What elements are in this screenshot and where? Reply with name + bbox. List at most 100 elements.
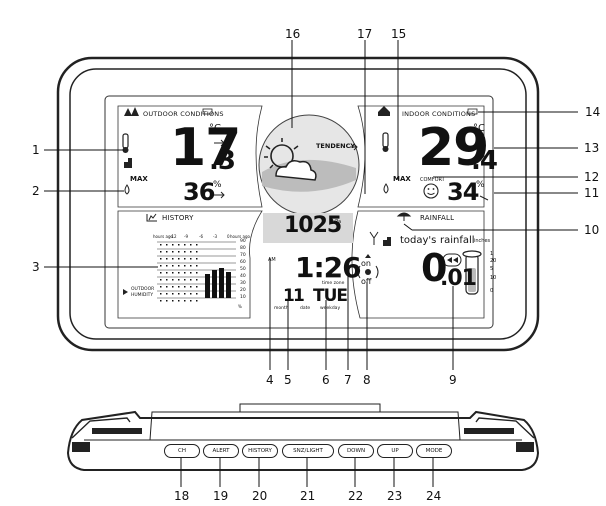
weekday-value: TUE bbox=[313, 286, 348, 306]
callout-number: 9 bbox=[449, 373, 457, 387]
history-dot bbox=[172, 258, 174, 260]
history-dot bbox=[190, 251, 192, 253]
device-button-alert[interactable]: ALERT bbox=[203, 444, 239, 458]
history-dot bbox=[166, 251, 168, 253]
history-dot bbox=[190, 258, 192, 260]
history-dot bbox=[196, 300, 198, 302]
rain-gauge-scale-label: 5 bbox=[490, 266, 494, 272]
indoor-humidity-value: 34 bbox=[447, 178, 479, 206]
device-button-history[interactable]: HISTORY bbox=[242, 444, 278, 458]
rainfall-umbrella-icon bbox=[396, 212, 412, 221]
callout-number: 6 bbox=[322, 373, 330, 387]
history-scale-label: 40 bbox=[240, 274, 246, 279]
history-dot bbox=[172, 293, 174, 295]
outdoor-title: OUTDOOR CONDITIONS bbox=[143, 110, 224, 118]
cloud-icon bbox=[275, 160, 317, 181]
history-dot bbox=[172, 286, 174, 288]
history-pointer-icon bbox=[123, 289, 128, 295]
indoor-temp-value: 29 bbox=[418, 118, 489, 178]
history-dot bbox=[166, 272, 168, 274]
callout-leaders bbox=[44, 40, 578, 370]
history-dot bbox=[184, 279, 186, 281]
rainfall-caption-unit: inches bbox=[474, 238, 491, 244]
history-dot bbox=[184, 244, 186, 246]
trend-arrow-outdoor-temp bbox=[214, 139, 225, 147]
callout-number: 18 bbox=[174, 489, 190, 503]
history-scale-label: 70 bbox=[240, 253, 246, 258]
history-scale-label: 20 bbox=[240, 288, 246, 293]
rain-gauge-scale-label: 10 bbox=[490, 275, 497, 281]
history-dot bbox=[178, 258, 180, 260]
trend-arrow-indoor-temp bbox=[479, 145, 483, 155]
callout-number: 7 bbox=[344, 373, 352, 387]
time-prefix: AM bbox=[268, 257, 276, 263]
callout-number: 12 bbox=[584, 170, 600, 184]
trend-arrow-outdoor-hum bbox=[214, 191, 225, 199]
history-bar bbox=[205, 274, 210, 298]
droplet-icon-outdoor bbox=[124, 184, 130, 195]
indoor-temp-decimal: .4 bbox=[471, 146, 498, 176]
history-dot bbox=[184, 251, 186, 253]
callout-number: 21 bbox=[300, 489, 316, 503]
history-dot bbox=[160, 293, 162, 295]
history-dot bbox=[190, 265, 192, 267]
rewind-icon bbox=[447, 257, 458, 263]
callout-number: 2 bbox=[32, 184, 40, 198]
pressure-unit: hPa bbox=[332, 219, 342, 225]
history-dot bbox=[172, 265, 174, 267]
callout-number: 3 bbox=[32, 260, 40, 274]
sun-rays-icon bbox=[264, 138, 299, 169]
outdoor-humidity-value: 36 bbox=[183, 178, 215, 206]
tendency-arrow-icon bbox=[350, 143, 358, 151]
history-dot bbox=[178, 286, 180, 288]
history-scale-unit: % bbox=[238, 304, 242, 309]
history-dot bbox=[172, 251, 174, 253]
button-callout-leaders bbox=[180, 456, 434, 487]
trend-arrow-indoor-hum bbox=[479, 195, 489, 201]
history-dot bbox=[166, 300, 168, 302]
history-dot bbox=[160, 300, 162, 302]
device-button-up[interactable]: UP bbox=[377, 444, 413, 458]
dst-on-label: on bbox=[361, 259, 371, 268]
history-dot bbox=[160, 258, 162, 260]
history-dot bbox=[196, 251, 198, 253]
signal-icon-outdoor bbox=[124, 158, 132, 168]
device-button-down[interactable]: DOWN bbox=[338, 444, 374, 458]
history-dot bbox=[178, 293, 180, 295]
date-label: date bbox=[300, 306, 311, 311]
dst-up-arrow bbox=[365, 254, 371, 258]
rain-tower-icon bbox=[369, 231, 379, 245]
history-dot bbox=[184, 300, 186, 302]
history-scale-label: 80 bbox=[240, 246, 246, 251]
device-button-mode[interactable]: MODE bbox=[416, 444, 452, 458]
weekday-label: weekday bbox=[320, 306, 341, 311]
history-dot bbox=[172, 300, 174, 302]
rainfall-panel-frame bbox=[351, 210, 485, 319]
history-hour-mark: -6 bbox=[199, 234, 203, 239]
outdoor-temp-decimal: .3 bbox=[209, 146, 236, 176]
history-panel-frame bbox=[117, 210, 263, 319]
device-button-ch[interactable]: CH bbox=[164, 444, 200, 458]
device-base-body bbox=[66, 410, 540, 471]
history-chart-icon bbox=[146, 213, 157, 222]
outdoor-humidity-unit: % bbox=[213, 180, 222, 190]
tendency-label: TENDENCY bbox=[316, 142, 356, 150]
callout-number: 4 bbox=[266, 373, 274, 387]
history-dot bbox=[190, 279, 192, 281]
callout-number: 5 bbox=[284, 373, 292, 387]
indoor-max-label: MAX bbox=[393, 175, 411, 183]
history-dot bbox=[184, 272, 186, 274]
indoor-panel-frame bbox=[357, 105, 485, 208]
device-base-left-foot bbox=[92, 428, 142, 434]
callout-number: 23 bbox=[387, 489, 403, 503]
battery-icon-indoor bbox=[467, 108, 478, 115]
device-button-snz-light[interactable]: SNZ/LIGHT bbox=[282, 444, 334, 458]
history-dot bbox=[190, 244, 192, 246]
history-dot bbox=[196, 293, 198, 295]
history-dot bbox=[172, 272, 174, 274]
callout-number: 8 bbox=[363, 373, 371, 387]
history-dot bbox=[184, 293, 186, 295]
device-base-right-foot bbox=[464, 428, 514, 434]
